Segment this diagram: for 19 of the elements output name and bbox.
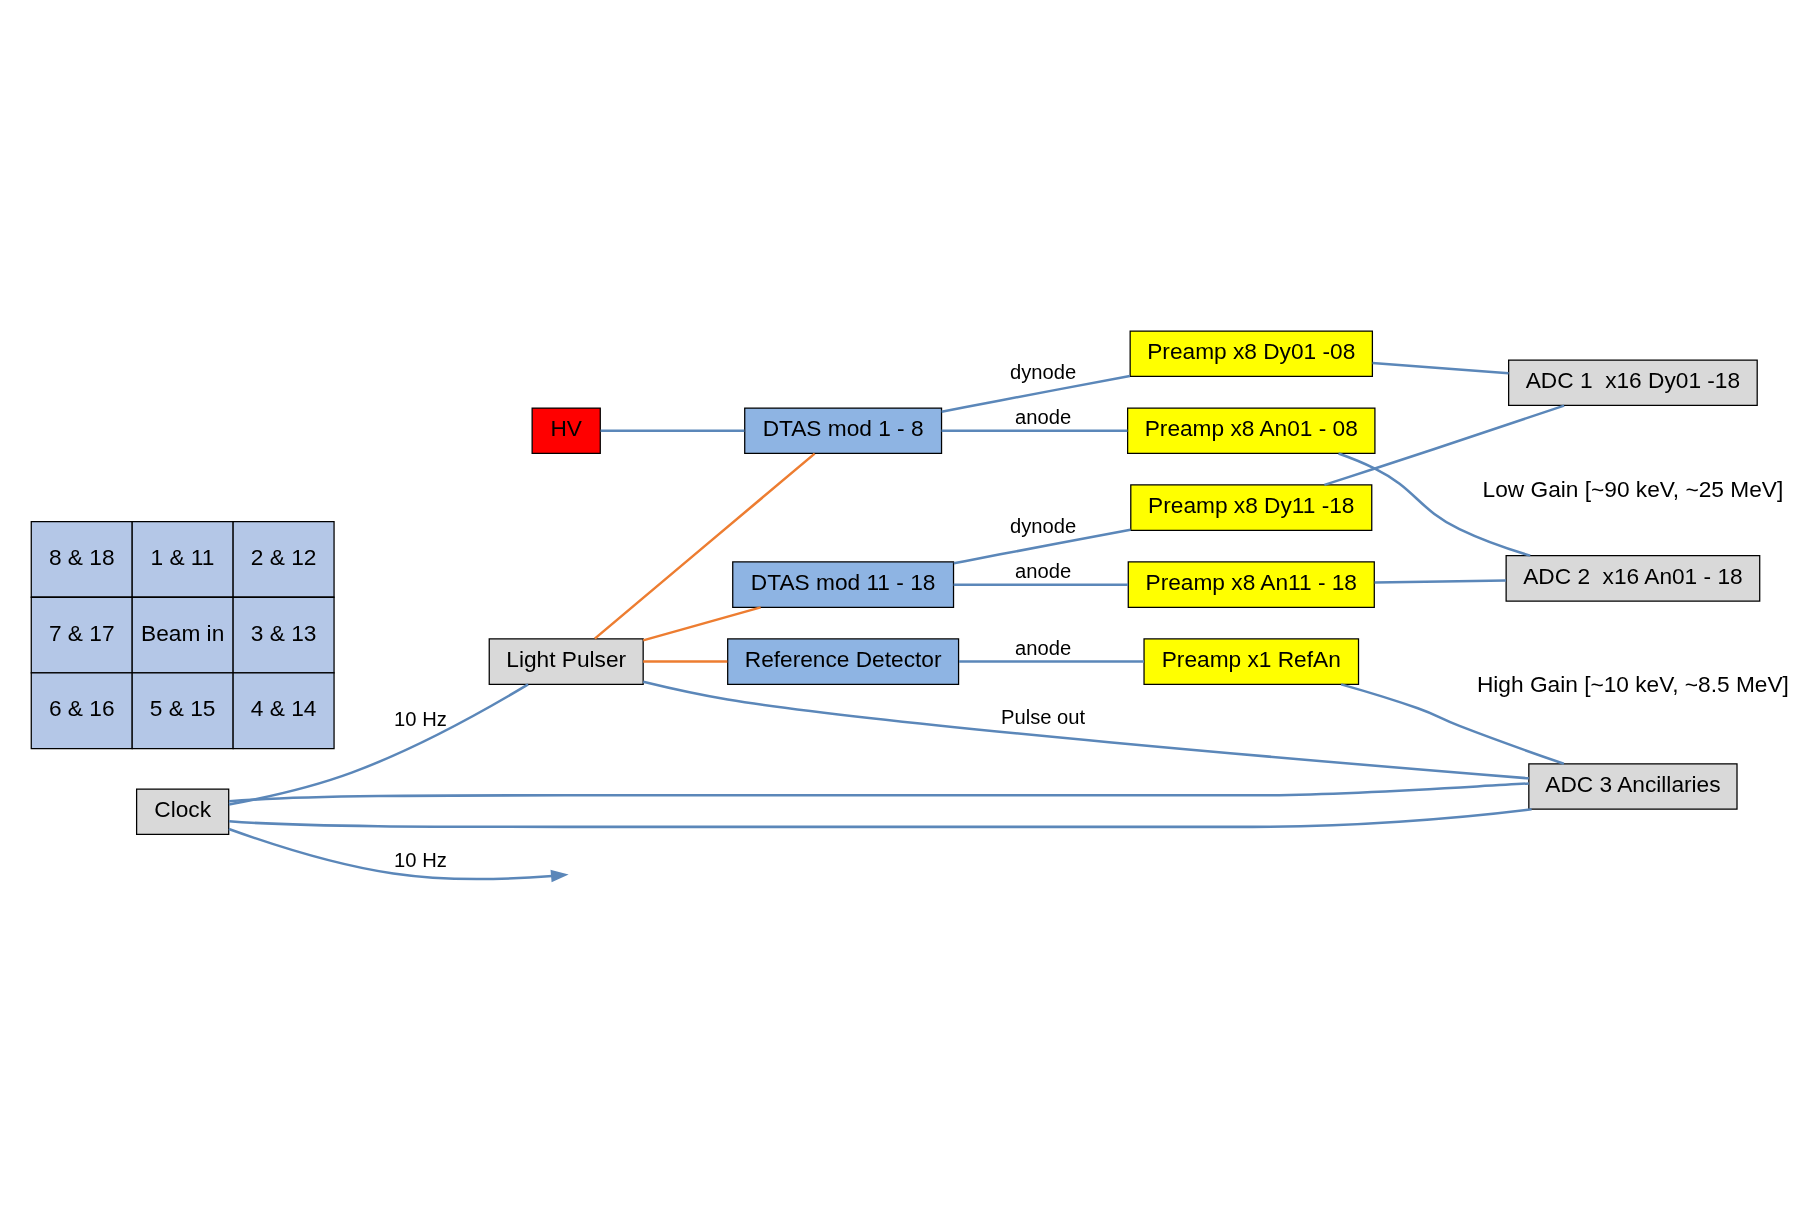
node-label: Low Gain [~90 keV, ~25 MeV]: [1482, 475, 1784, 502]
edge-label: 10 Hz: [394, 848, 447, 871]
label: Beam in: [141, 619, 225, 646]
edge-label: anode: [1015, 560, 1072, 583]
label: 2 & 12: [250, 543, 317, 570]
node-label: High Gain [~10 keV, ~8.5 MeV]: [1476, 671, 1789, 698]
label: 5 & 15: [149, 695, 216, 722]
edge-label: anode: [1015, 637, 1072, 660]
label: 7 & 17: [48, 619, 115, 646]
edge-label: dynode: [1010, 514, 1077, 537]
label: 8 & 18: [48, 543, 115, 570]
label: 1 & 11: [150, 543, 215, 570]
edge-label: anode: [1015, 406, 1072, 429]
edge-label: dynode: [1010, 360, 1077, 383]
edge-label: 10 Hz: [394, 707, 447, 730]
label: 3 & 13: [250, 619, 317, 646]
label: 4 & 14: [250, 695, 317, 722]
edge-label: Pulse out: [1001, 706, 1086, 729]
label: 6 & 16: [48, 695, 115, 722]
